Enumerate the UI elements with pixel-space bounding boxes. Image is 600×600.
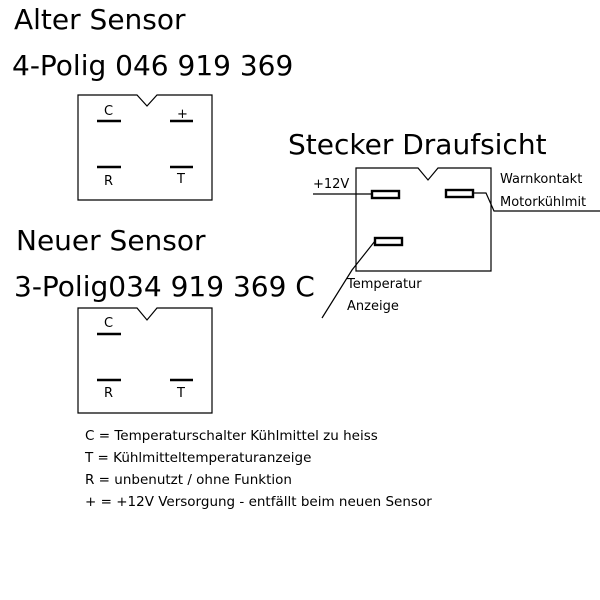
old-pin-r-label: R	[104, 174, 113, 189]
old-pin-t-label: T	[176, 172, 185, 187]
old-sensor-subtitle: 4-Polig 046 919 369	[12, 49, 293, 82]
connector-pin-temp	[373, 236, 404, 247]
legend: C = Temperaturschalter Kühlmittel zu hei…	[84, 428, 432, 510]
connector-title: Stecker Draufsicht	[288, 128, 547, 161]
old-sensor-outline	[77, 94, 213, 201]
connector-pin-warn	[444, 188, 475, 199]
new-pin-c-label: C	[104, 316, 113, 331]
legend-item-t: T = Kühlmitteltemperaturanzeige	[84, 450, 311, 466]
new-sensor-outline	[77, 307, 213, 414]
label-warn-line2: Motorkühlmit	[500, 195, 586, 210]
connector-pin-12v	[370, 189, 401, 200]
label-temp-line2: Anzeige	[347, 299, 399, 314]
new-sensor-subtitle: 3-Polig034 919 369 C	[14, 270, 315, 303]
label-warn-line1: Warnkontakt	[500, 172, 582, 187]
leader-warn	[473, 192, 600, 212]
leader-temp	[321, 240, 376, 319]
connector-outline	[355, 167, 492, 272]
legend-item-c: C = Temperaturschalter Kühlmittel zu hei…	[85, 428, 378, 444]
old-sensor-plug: C + R T	[77, 94, 213, 201]
connector-plug: +12V Warnkontakt Motorkühlmit Temperatur…	[313, 167, 600, 319]
old-pin-plus-label: +	[177, 107, 188, 122]
new-pin-r-label: R	[104, 386, 113, 401]
new-sensor-plug: C R T	[77, 307, 213, 414]
legend-item-r: R = unbenutzt / ohne Funktion	[85, 472, 292, 488]
legend-item-plus: + = +12V Versorgung - entfällt beim neue…	[85, 494, 432, 510]
old-pin-c-label: C	[104, 104, 113, 119]
label-12v: +12V	[313, 177, 349, 192]
label-temp-line1: Temperatur	[346, 277, 422, 292]
old-sensor-title: Alter Sensor	[14, 3, 186, 36]
new-pin-t-label: T	[176, 386, 185, 401]
new-sensor-title: Neuer Sensor	[16, 224, 206, 257]
